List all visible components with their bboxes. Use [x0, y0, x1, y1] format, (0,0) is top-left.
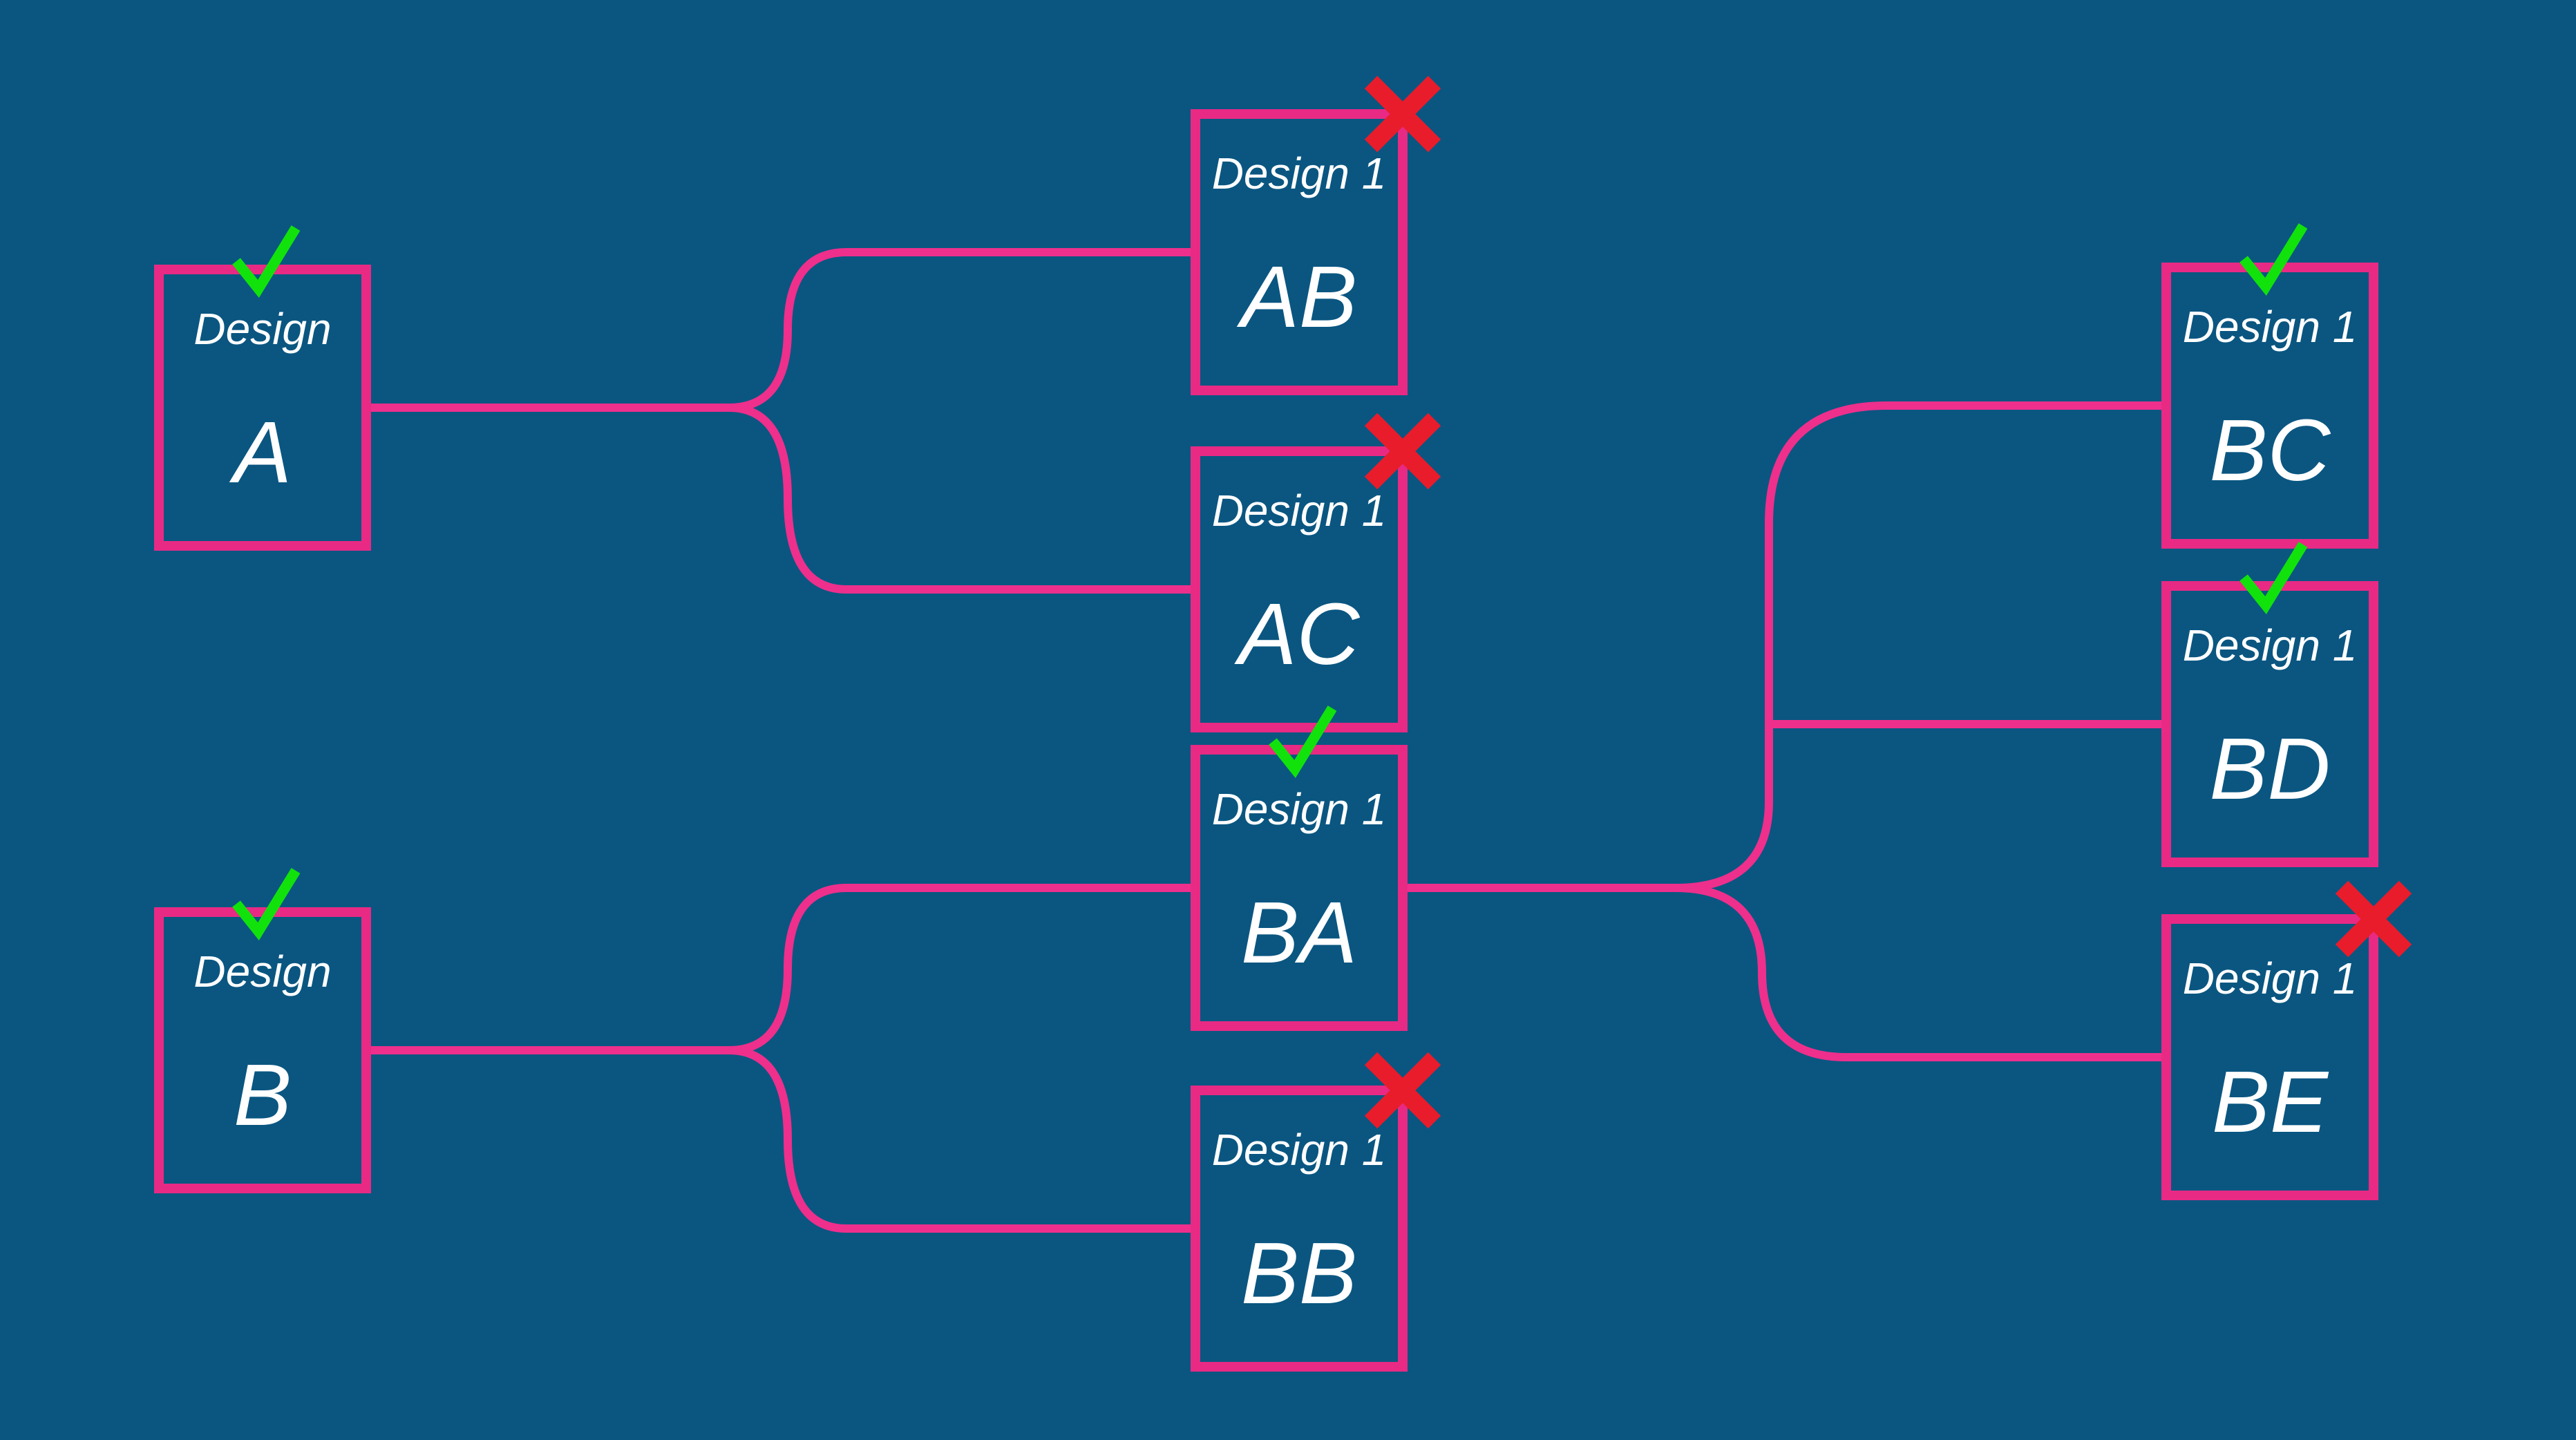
node-label: BA: [1241, 884, 1357, 981]
node-BC[interactable]: Design 1 BC: [2161, 223, 2378, 549]
connector-line: [728, 404, 1195, 594]
node-label: A: [229, 404, 292, 501]
x-icon: [1364, 413, 1441, 490]
node-BA[interactable]: Design 1 BA: [1191, 705, 1408, 1031]
node-title: Design 1: [1212, 1125, 1387, 1175]
connector-line: [728, 1046, 1195, 1233]
node-title: Design: [193, 304, 331, 354]
node-BE[interactable]: Design 1 BE: [2161, 880, 2412, 1200]
connector-line: [728, 884, 1195, 1054]
check-icon: [1269, 705, 1337, 779]
node-title: Design 1: [1212, 149, 1387, 198]
node-box[interactable]: [154, 265, 371, 551]
node-box[interactable]: [1191, 446, 1408, 732]
node-label: BE: [2212, 1053, 2329, 1150]
node-BB[interactable]: Design 1 BB: [1191, 1052, 1441, 1372]
x-icon: [2335, 880, 2412, 958]
node-box[interactable]: [2161, 914, 2378, 1200]
node-label: BC: [2209, 401, 2331, 499]
node-label: AC: [1233, 585, 1360, 683]
x-icon: [1364, 75, 1441, 153]
node-title: Design 1: [1212, 784, 1387, 834]
node-title: Design 1: [2183, 302, 2358, 352]
node-box[interactable]: [154, 907, 371, 1193]
node-title: Design: [193, 947, 331, 996]
node-box[interactable]: [1191, 109, 1408, 395]
node-AB[interactable]: Design 1 AB: [1191, 75, 1441, 395]
node-title: Design 1: [1212, 486, 1387, 536]
node-box[interactable]: [1191, 745, 1408, 1031]
node-AC[interactable]: Design 1 AC: [1191, 413, 1441, 732]
check-icon: [2239, 542, 2308, 615]
node-box[interactable]: [1191, 1086, 1408, 1372]
check-icon: [2239, 223, 2308, 296]
check-icon: [232, 868, 301, 941]
node-title: Design 1: [2183, 954, 2358, 1003]
node-box[interactable]: [2161, 581, 2378, 867]
connector-layer: [366, 248, 2166, 1233]
node-label: BB: [1241, 1224, 1357, 1322]
node-BD[interactable]: Design 1 BD: [2161, 542, 2378, 867]
node-box[interactable]: [2161, 263, 2378, 549]
node-title: Design 1: [2183, 620, 2358, 670]
node-label: AB: [1236, 248, 1357, 345]
connector-line: [1675, 884, 2166, 1061]
node-label: B: [234, 1046, 292, 1144]
check-icon: [232, 225, 301, 299]
connector-line: [1675, 401, 2166, 892]
node-label: BD: [2209, 720, 2330, 817]
connector-line: [728, 248, 1195, 412]
x-icon: [1364, 1052, 1441, 1129]
